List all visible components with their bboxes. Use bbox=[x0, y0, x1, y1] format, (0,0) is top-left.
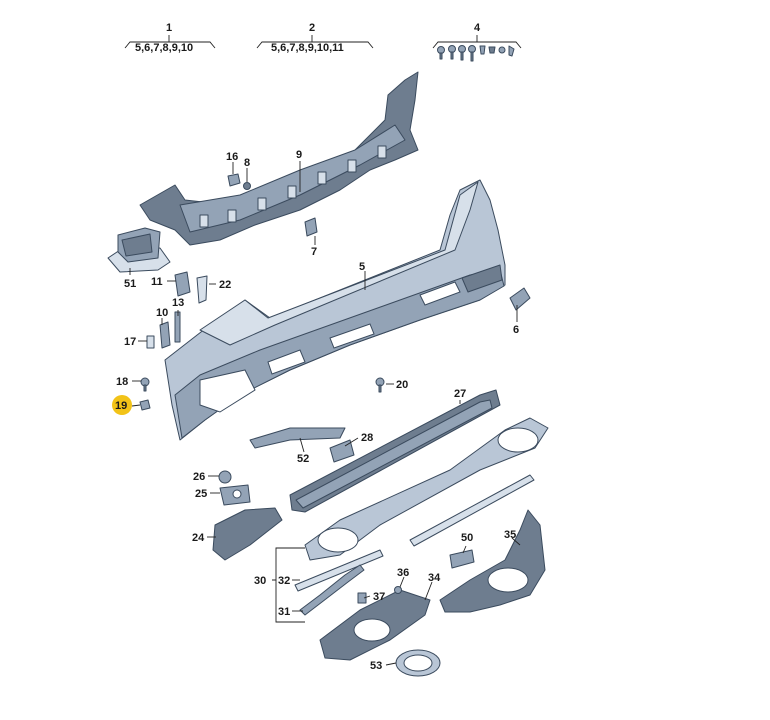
callout-4-label: 4 bbox=[474, 22, 481, 34]
callout-51[interactable]: 51 bbox=[124, 278, 136, 290]
part-36-screw[interactable] bbox=[394, 586, 402, 594]
part-35-bracket[interactable] bbox=[439, 509, 546, 613]
callout-24[interactable]: 24 bbox=[192, 532, 205, 544]
part-6-cover-cap[interactable] bbox=[509, 287, 531, 311]
part-18-screw[interactable] bbox=[140, 377, 150, 392]
callout-20[interactable]: 20 bbox=[396, 379, 408, 391]
callout-30[interactable]: 30 bbox=[254, 575, 266, 587]
callout-2-label: 2 bbox=[309, 22, 315, 34]
fastener-set-icon bbox=[437, 45, 515, 62]
callout-31[interactable]: 31 bbox=[278, 606, 290, 618]
part-16-clip[interactable] bbox=[227, 173, 241, 187]
callout-19: 19 bbox=[115, 400, 127, 412]
kit-1-contents: 5,6,7,8,9,10 bbox=[135, 42, 193, 54]
part-28-bracket[interactable] bbox=[329, 439, 355, 463]
part-26-clip[interactable] bbox=[218, 470, 232, 484]
callout-52[interactable]: 52 bbox=[297, 453, 309, 465]
callout-27[interactable]: 27 bbox=[454, 388, 466, 400]
callout-35[interactable]: 35 bbox=[504, 529, 516, 541]
callout-10[interactable]: 10 bbox=[156, 307, 168, 319]
callout-7[interactable]: 7 bbox=[311, 246, 317, 258]
part-37-clip[interactable] bbox=[357, 592, 367, 604]
part-31-strip[interactable] bbox=[299, 564, 365, 616]
part-52-trim-strip[interactable] bbox=[249, 427, 346, 449]
callout-32[interactable]: 32 bbox=[278, 575, 290, 587]
part-50-sensor[interactable] bbox=[449, 549, 475, 569]
part-19-nut[interactable] bbox=[139, 399, 151, 411]
callout-5[interactable]: 5 bbox=[359, 261, 365, 273]
part-53-tailpipe-trim[interactable] bbox=[395, 649, 441, 677]
callout-1-label: 1 bbox=[166, 22, 172, 34]
part-8-nut[interactable] bbox=[243, 182, 251, 190]
callout-28[interactable]: 28 bbox=[361, 432, 373, 444]
callout-13[interactable]: 13 bbox=[172, 297, 184, 309]
callout-8[interactable]: 8 bbox=[244, 157, 250, 169]
callout-34[interactable]: 34 bbox=[428, 572, 441, 584]
part-32-trim[interactable] bbox=[294, 549, 384, 592]
part-30-diffuser[interactable] bbox=[304, 417, 549, 561]
carrier-bracket-part[interactable] bbox=[107, 227, 171, 273]
part-13-strip[interactable] bbox=[174, 311, 181, 343]
kit-2-callout[interactable]: 2 5,6,7,8,9,10,11 bbox=[256, 22, 374, 54]
callout-19-highlight[interactable]: 19 bbox=[112, 395, 132, 415]
part-25-bracket[interactable] bbox=[219, 484, 251, 506]
part-34-bracket[interactable] bbox=[319, 589, 431, 661]
part-27-grille[interactable] bbox=[289, 389, 501, 513]
callout-25[interactable]: 25 bbox=[195, 488, 207, 500]
kit-2-contents: 5,6,7,8,9,10,11 bbox=[271, 42, 344, 54]
callout-labels: 5 6 7 8 9 10 11 13 16 17 18 19 20 22 24 … bbox=[112, 149, 519, 672]
callout-50[interactable]: 50 bbox=[461, 532, 473, 544]
part-7-bracket[interactable] bbox=[304, 217, 318, 237]
callout-53[interactable]: 53 bbox=[370, 660, 382, 672]
callout-18[interactable]: 18 bbox=[116, 376, 128, 388]
part-10-bracket[interactable] bbox=[159, 321, 171, 349]
part-11-bracket[interactable] bbox=[174, 271, 191, 297]
callout-11[interactable]: 11 bbox=[151, 276, 163, 288]
callout-16[interactable]: 16 bbox=[226, 151, 238, 163]
leader-lines bbox=[129, 161, 521, 666]
part-24-guide[interactable] bbox=[212, 507, 283, 561]
kit-4-callout[interactable]: 4 bbox=[432, 22, 522, 62]
callout-37[interactable]: 37 bbox=[373, 591, 385, 603]
kit-1-callout[interactable]: 1 5,6,7,8,9,10 bbox=[124, 22, 216, 54]
callout-22[interactable]: 22 bbox=[219, 279, 231, 291]
part-17-clip[interactable] bbox=[146, 335, 155, 349]
callout-26[interactable]: 26 bbox=[193, 471, 205, 483]
part-20-screw[interactable] bbox=[375, 377, 385, 393]
callout-6[interactable]: 6 bbox=[513, 324, 519, 336]
bumper-cover-part[interactable] bbox=[164, 179, 506, 441]
callout-17[interactable]: 17 bbox=[124, 336, 136, 348]
part-22-guide[interactable] bbox=[196, 275, 208, 304]
callout-9[interactable]: 9 bbox=[296, 149, 302, 161]
callout-36[interactable]: 36 bbox=[397, 567, 409, 579]
bumper-carrier-part[interactable] bbox=[139, 71, 419, 246]
